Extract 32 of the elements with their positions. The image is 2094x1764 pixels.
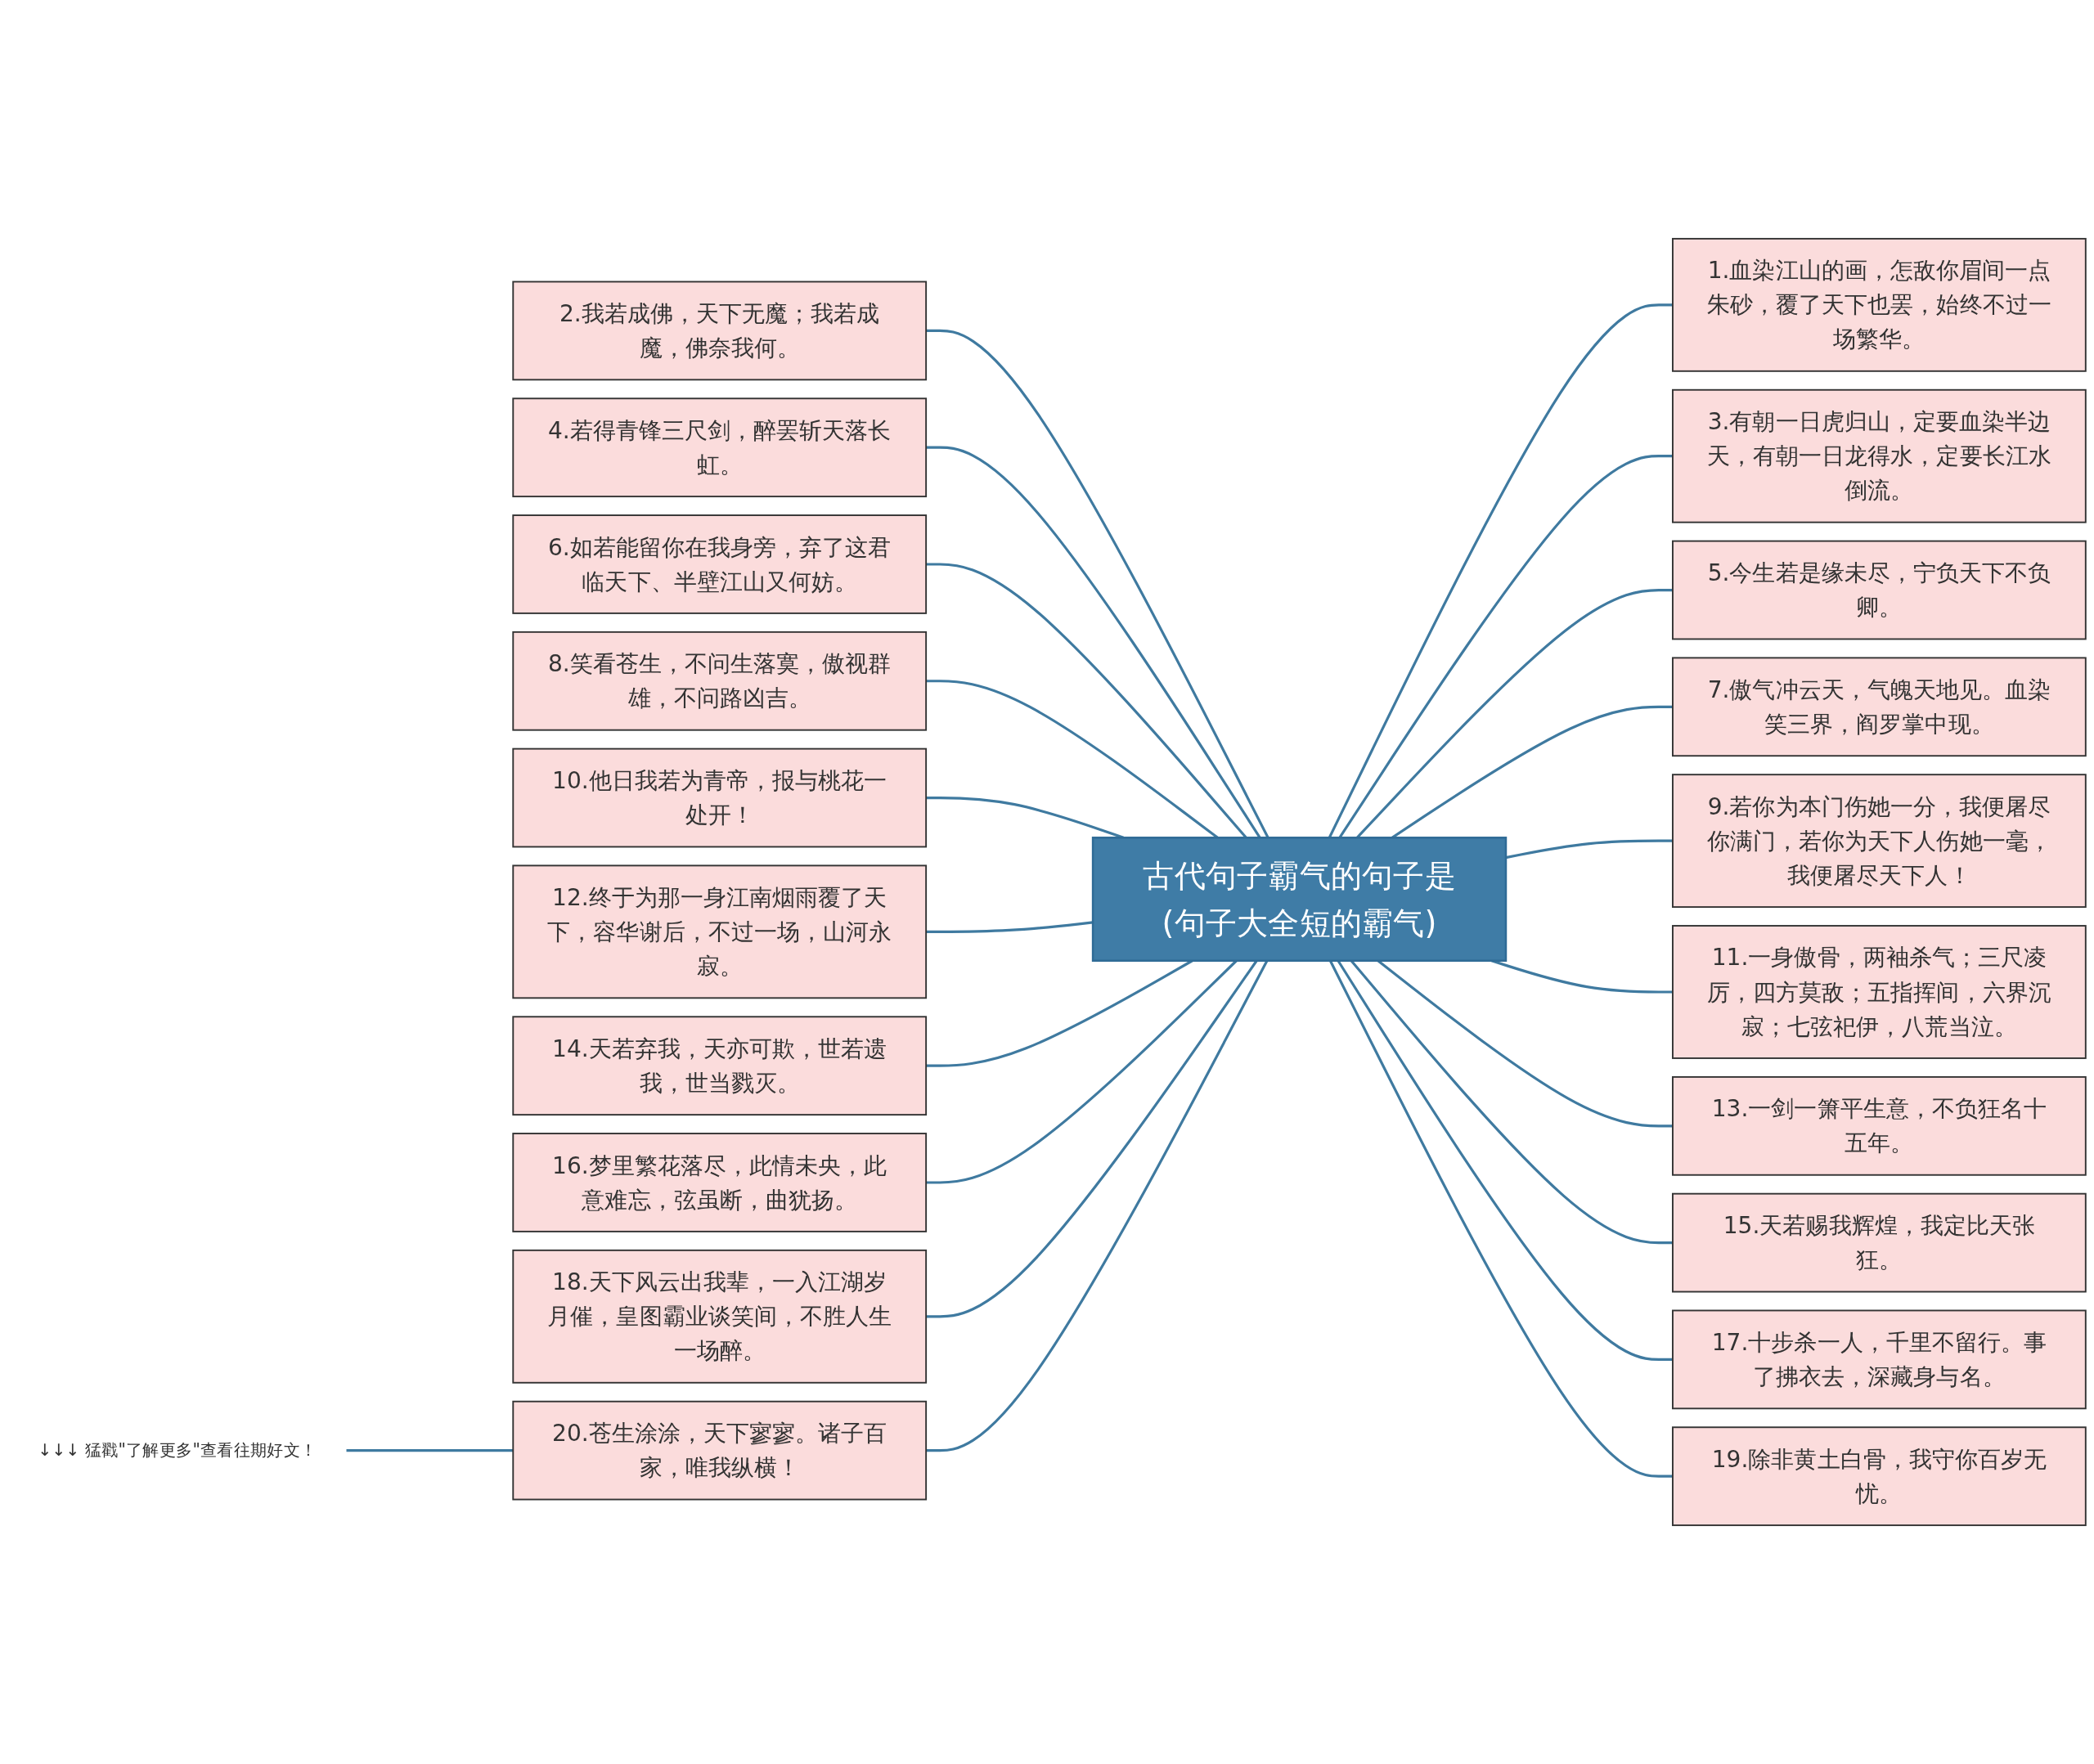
- node-box: 19.除非黄土白骨，我守你百岁无忧。: [1672, 1426, 2087, 1527]
- node-text: ↓↓↓ 猛戳"了解更多"查看往期好文！: [37, 1439, 317, 1461]
- connector: [1328, 960, 1673, 1478]
- connector: [1491, 959, 1673, 994]
- connector: [1350, 959, 1673, 1245]
- node-box: 11.一身傲骨，两袖杀气；三尺凌厉，四方莫敌；五指挥间，六界沉寂；七弦祀伊，八荒当泣。: [1672, 925, 2087, 1059]
- node-box: 2.我若成佛，天下无魔；我若成魔，佛奈我何。: [512, 281, 928, 381]
- connector: [1377, 959, 1673, 1128]
- node-box: 15.天若赐我辉煌，我定比天张狂。: [1672, 1192, 2087, 1293]
- node-box: 20.苍生涂涂，天下寥寥。诸子百家，唯我纵横！: [512, 1400, 928, 1501]
- node-box: 18.天下风云出我辈，一入江湖岁月催，皇图霸业谈笑间，不胜人生一场醉。: [512, 1249, 928, 1384]
- node-box: 6.如若能留你在我身旁，弃了这君临天下、半壁江山又何妨。: [512, 514, 928, 614]
- node-box: 古代句子霸气的句子是(句子大全短的霸气): [1091, 837, 1508, 963]
- node-box: 9.若你为本门伤她一分，我便屠尽你满门，若你为天下人伤她一毫，我便屠尽天下人！: [1672, 774, 2087, 909]
- connector: [926, 921, 1094, 933]
- connector: [346, 1449, 514, 1452]
- node-box: 17.十步杀一人，千里不留行。事了拂衣去，深藏身与名。: [1672, 1309, 2087, 1410]
- node-box: 16.梦里繁花落尽，此情未央，此意难忘，弦虽断，曲犹扬。: [512, 1133, 928, 1232]
- connector: [926, 960, 1269, 1452]
- connector: [1337, 959, 1673, 1361]
- node-box: 7.傲气冲云天，气魄天地见。血染笑三界，阎罗掌中现。: [1672, 657, 2087, 757]
- connector: [1505, 839, 1673, 860]
- node-box: 4.若得青锋三尺剑，醉罢斩天落长虹。: [512, 397, 928, 498]
- node-box: 10.他日我若为青帝，报与桃花一处开！: [512, 747, 928, 848]
- connector: [1328, 303, 1673, 838]
- node-box: 14.天若弃我，天亦可欺，世若遗我，世当戮灭。: [512, 1016, 928, 1116]
- node-box: 8.笑看苍生，不问生落寞，傲视群雄，不问路凶吉。: [512, 631, 928, 731]
- node-box: 12.终于为那一身江南烟雨覆了天下，容华谢后，不过一场，山河永寂。: [512, 864, 928, 999]
- node-box: 5.今生若是缘未尽，宁负天下不负卿。: [1672, 540, 2087, 640]
- node-box: 3.有朝一日虎归山，定要血染半边天，有朝一日龙得水，定要长江水倒流。: [1672, 388, 2087, 523]
- node-box: 13.一剑一箫平生意，不负狂名十五年。: [1672, 1075, 2087, 1176]
- node-box: 1.血染江山的画，怎敌你眉间一点朱砂，覆了天下也罢，始终不过一场繁华。: [1672, 237, 2087, 372]
